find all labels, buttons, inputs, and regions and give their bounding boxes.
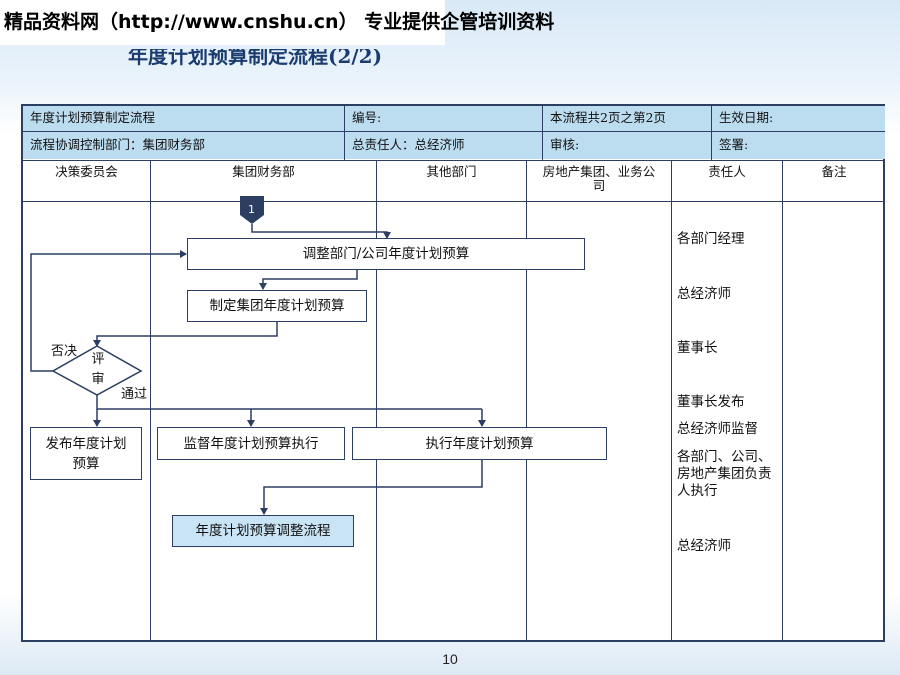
grid-line bbox=[23, 201, 885, 202]
responsible-item: 各部门经理 bbox=[677, 231, 745, 247]
grid-line bbox=[526, 160, 527, 642]
grid-line bbox=[150, 160, 151, 642]
publish-budget-box: 发布年度计划预算 bbox=[30, 427, 142, 480]
execute-budget-box: 执行年度计划预算 bbox=[352, 427, 607, 460]
pass-label: 通过 bbox=[121, 387, 148, 402]
review-label: 评审 bbox=[91, 352, 105, 387]
col-real-estate: 房地产集团、业务公司 bbox=[542, 164, 656, 193]
header-sign: 签署: bbox=[712, 132, 885, 159]
grid-line bbox=[711, 106, 712, 160]
grid-line bbox=[671, 160, 672, 642]
header-review: 审核: bbox=[543, 132, 711, 159]
col-responsible: 责任人 bbox=[708, 164, 746, 179]
responsible-item: 总经济师 bbox=[677, 538, 731, 554]
col-remarks: 备注 bbox=[821, 164, 847, 179]
grid-line bbox=[782, 160, 783, 642]
reject-label: 否决 bbox=[51, 344, 78, 359]
grid-line bbox=[376, 160, 377, 642]
slide-title: 年度计划预算制定流程(2/2) bbox=[128, 44, 383, 68]
responsible-item: 各部门、公司、房地产集团负责人执行 bbox=[677, 449, 772, 499]
draft-budget-box: 制定集团年度计划预算 bbox=[187, 290, 367, 322]
page-number: 10 bbox=[442, 651, 458, 667]
grid-line bbox=[23, 131, 885, 132]
header-owner: 总责任人：总经济师 bbox=[345, 132, 542, 159]
col-other-depts: 其他部门 bbox=[426, 164, 477, 179]
header-coordinator: 流程协调控制部门：集团财务部 bbox=[23, 132, 344, 159]
connector-1-shape bbox=[240, 196, 264, 224]
header-number: 编号: bbox=[345, 106, 542, 131]
responsible-item: 董事长发布 bbox=[677, 394, 745, 410]
header-pages: 本流程共2页之第2页 bbox=[543, 106, 711, 131]
responsible-item: 总经济师监督 bbox=[677, 421, 758, 437]
responsible-item: 总经济师 bbox=[677, 286, 731, 302]
grid-line bbox=[542, 106, 543, 160]
col-finance-dept: 集团财务部 bbox=[232, 164, 295, 179]
header-process-name: 年度计划预算制定流程 bbox=[23, 106, 344, 131]
adjust-flow-box[interactable]: 年度计划预算调整流程 bbox=[172, 515, 354, 547]
site-banner: 精品资料网（http://www.cnshu.cn） 专业提供企管培训资料 bbox=[0, 0, 554, 45]
monitor-budget-box: 监督年度计划预算执行 bbox=[157, 427, 345, 460]
process-table: 年度计划预算制定流程 编号: 本流程共2页之第2页 生效日期: 流程协调控制部门… bbox=[21, 104, 885, 642]
col-decision-committee: 决策委员会 bbox=[55, 164, 118, 179]
connector-1-label: 1 bbox=[248, 203, 255, 216]
grid-line bbox=[344, 106, 345, 160]
adjust-budget-box: 调整部门/公司年度计划预算 bbox=[187, 238, 585, 270]
header-effective-date: 生效日期: bbox=[712, 106, 885, 131]
grid-line bbox=[23, 160, 885, 161]
review-diamond bbox=[51, 345, 143, 396]
responsible-item: 董事长 bbox=[677, 340, 718, 356]
